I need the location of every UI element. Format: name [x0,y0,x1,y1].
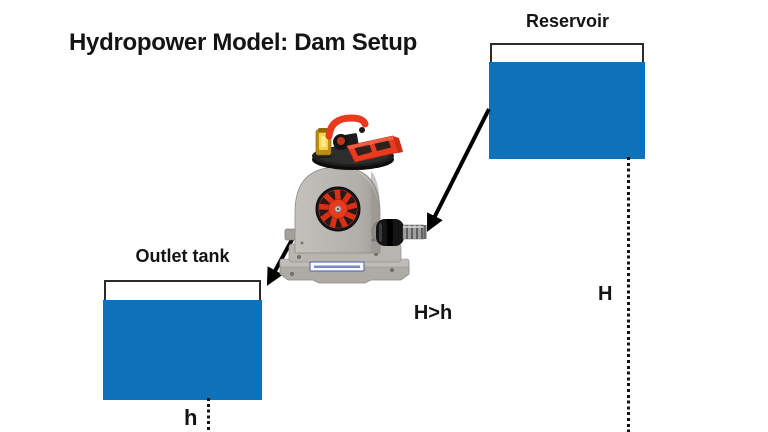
reservoir-label: Reservoir [525,11,610,31]
page-title: Hydropower Model: Dam Setup [69,29,417,56]
head-h-label: h [184,405,198,430]
outlet-tank-water [103,300,262,400]
head-h-dotted-line [207,398,210,432]
generator-assembly [325,114,403,163]
reservoir-water [489,62,645,159]
head-relation-label: H>h [413,302,453,324]
outlet-tank [103,280,262,400]
turbine-runner [315,186,361,232]
turbine-output-shaft [371,219,427,246]
outlet-tank-label: Outlet tank [135,246,230,266]
arrow-reservoir-to-turbine-icon [427,108,491,232]
head-H-dotted-line [627,157,630,432]
head-H-label: H [598,283,613,305]
reservoir-tank [489,43,645,159]
turbine-model-icon [279,114,427,284]
